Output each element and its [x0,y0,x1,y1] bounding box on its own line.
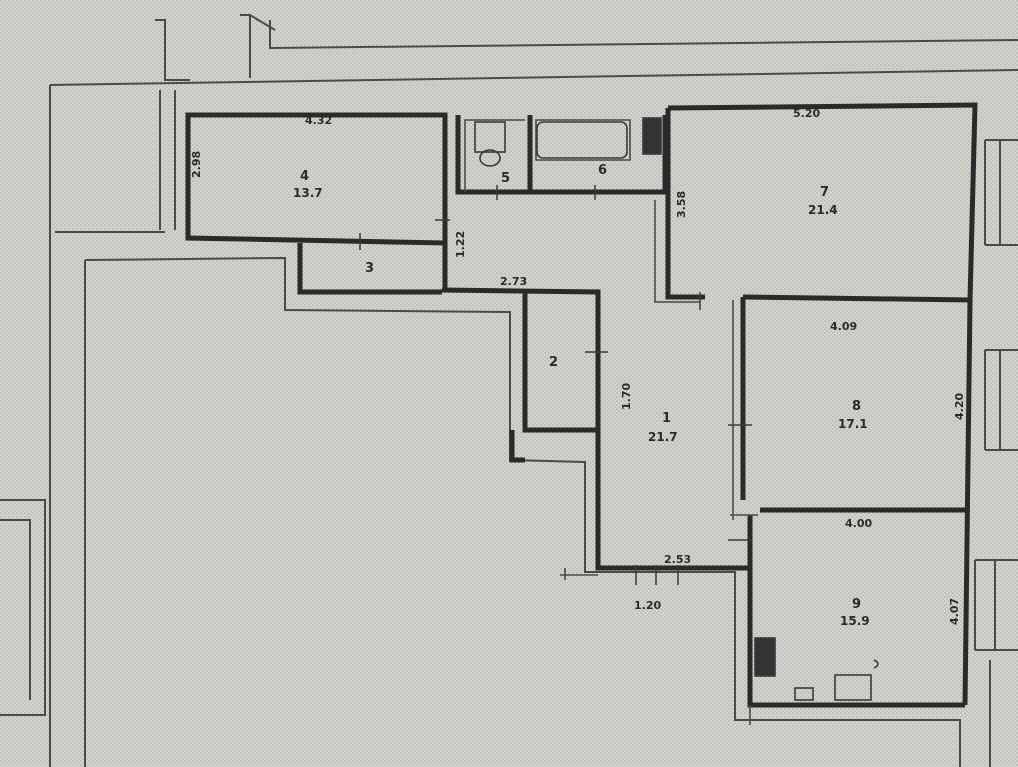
room-9-number: 9 [852,597,861,612]
room-1-number: 1 [662,411,671,426]
room-4-area: 13.7 [293,186,323,200]
door-swing-icon [873,659,879,669]
room-labels: 4.32 4 13.7 2.98 3 5 6 5.20 7 21.4 3.58 … [190,107,966,628]
room-9-area: 15.9 [840,614,870,628]
room-7-number: 7 [820,185,829,200]
room-8-number: 8 [852,399,861,414]
room-1-height: 1.70 [620,383,633,410]
room-4-height: 2.98 [190,151,203,178]
room-8-area: 17.1 [838,417,868,431]
toilet-icon [474,121,506,153]
cooktop-icon [834,674,872,701]
room-9-height: 4.07 [948,598,961,625]
corridor-top-dimension: 2.73 [500,275,527,288]
room-2-number: 2 [549,355,558,370]
secondary-lines [464,119,758,725]
room-7-area: 21.4 [808,203,838,217]
room-8-height: 4.20 [953,393,966,420]
room-7-height: 3.58 [675,191,688,218]
door-width-dimension: 1.20 [634,599,661,612]
room-4-width: 4.32 [305,114,332,127]
sink-kitchen-icon [794,687,814,701]
bathtub-icon [536,121,628,159]
room-6-number: 6 [598,163,607,178]
room-1-area: 21.7 [648,430,678,444]
dimension-labels: 2.73 2.53 1.20 1.22 [454,231,691,612]
room-4-number: 4 [300,169,309,184]
stove-icon [754,637,776,677]
room-3-number: 3 [365,261,374,276]
corridor-bottom-dimension: 2.53 [664,553,691,566]
room-5-number: 5 [501,171,510,186]
fixtures [474,117,879,701]
radiator-icon [642,117,662,155]
sink-icon [479,149,501,167]
hall-height-dimension: 1.22 [454,231,467,258]
dimension-ticks [359,185,752,585]
room-9-width: 4.00 [845,517,872,530]
room-8-width: 4.09 [830,320,857,333]
room-7-width: 5.20 [793,107,820,120]
building-outline [0,14,1018,767]
